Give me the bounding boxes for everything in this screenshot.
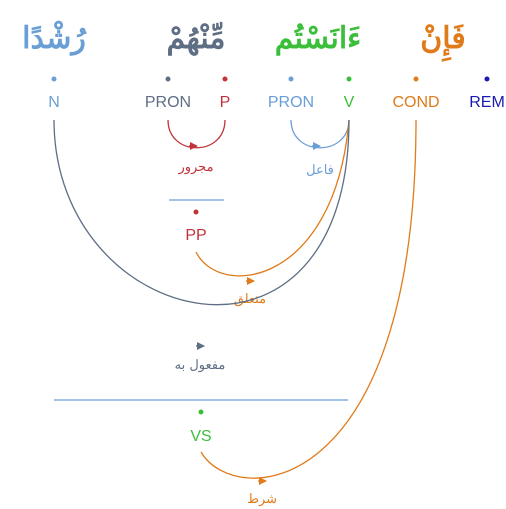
label-shart: شرط <box>247 492 277 507</box>
label-fail: فاعل <box>306 163 334 178</box>
node-dot-v <box>346 76 352 82</box>
node-dot-pron1 <box>288 76 294 82</box>
node-dot-vs <box>198 409 204 415</box>
word-rushdan: رُشْدًا <box>22 20 87 56</box>
arc-fail <box>290 119 350 149</box>
word-minhum: مِّنْهُمْ <box>167 21 226 56</box>
tag-v: V <box>344 94 355 111</box>
word-anastum: ءَانَسْتُم <box>275 21 362 56</box>
tag-rem: REM <box>469 94 505 111</box>
tag-pron-subject: PRON <box>268 94 314 111</box>
tag-vs: VS <box>190 428 211 445</box>
label-mutaalliq: متعلق <box>234 292 266 307</box>
node-dot-n <box>51 76 57 82</box>
tag-cond: COND <box>392 94 439 111</box>
tag-n: N <box>48 94 60 111</box>
node-dot-cond <box>413 76 419 82</box>
node-dot-pp <box>193 209 199 215</box>
label-majrur: مجرور <box>177 160 213 175</box>
node-dot-rem <box>484 76 490 82</box>
arc-mutaalliq <box>195 119 350 277</box>
word-fa-in: فَإِنْ <box>420 21 466 62</box>
arc-shart <box>200 119 417 479</box>
tag-pp: PP <box>185 227 206 244</box>
node-dot-p <box>222 76 228 82</box>
node-dot-pron2 <box>165 76 171 82</box>
tag-pron-object: PRON <box>145 94 191 111</box>
tag-p: P <box>220 94 231 111</box>
arc-majrur <box>167 119 226 149</box>
label-mafool: مفعول به <box>175 358 226 373</box>
arc-mafool <box>53 119 350 306</box>
